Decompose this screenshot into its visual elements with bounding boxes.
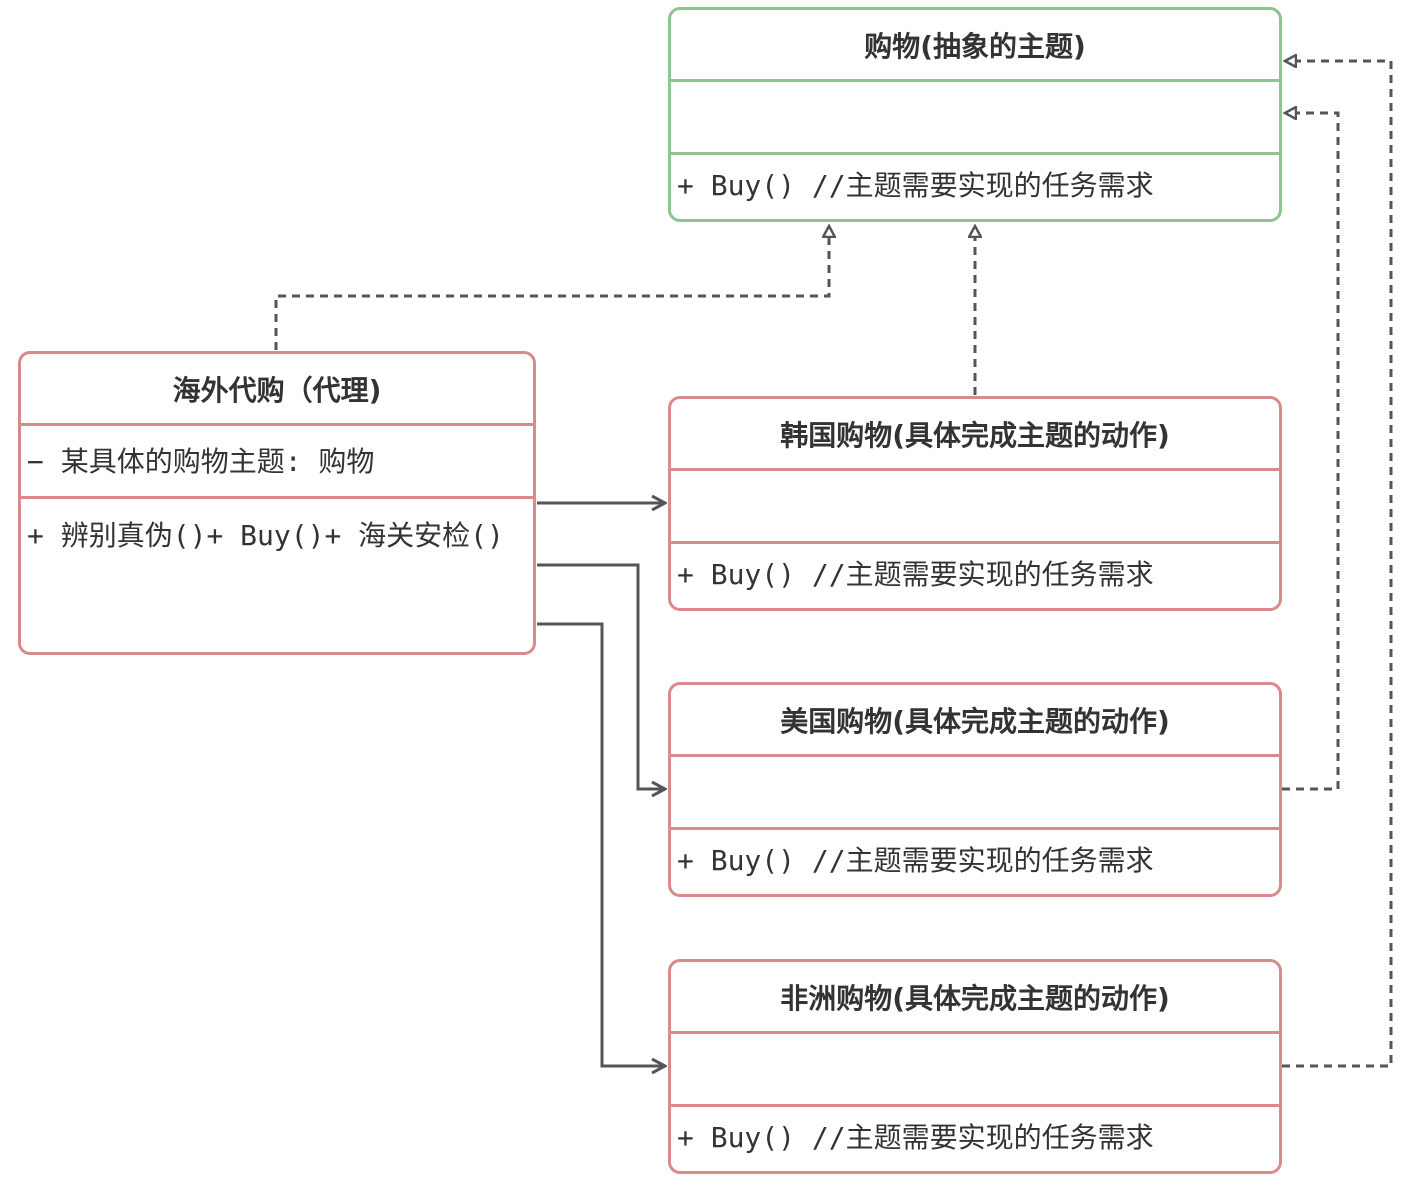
africa-shopping-operations: + Buy() //主题需要实现的任务需求 [671,1104,1279,1168]
usa-shopping-attributes [671,754,1279,827]
proxy-operation: + 辨别真伪() [27,519,207,552]
usa-shopping-title: 美国购物(具体完成主题的动作) [780,704,1170,738]
proxy-class-attributes: − 某具体的购物主题: 购物 [21,423,533,496]
realization-africa-to-subject [1282,61,1393,1068]
usa-shopping-operations: + Buy() //主题需要实现的任务需求 [671,827,1279,891]
proxy-class-title: 海外代购（代理) [172,373,382,407]
proxy-operation: + 海关安检() [324,519,504,552]
realization-usa-to-subject [1282,113,1340,791]
proxy-attribute: − 某具体的购物主题: 购物 [27,444,375,478]
proxy-class[interactable]: 海外代购（代理) − 某具体的购物主题: 购物 + 辨别真伪() + Buy()… [18,351,536,655]
subject-class[interactable]: 购物(抽象的主题) + Buy() //主题需要实现的任务需求 [668,7,1282,222]
korea-shopping-attributes [671,468,1279,541]
realization-proxy-to-subject [274,226,829,350]
africa-shopping-operation: + Buy() //主题需要实现的任务需求 [677,1121,1154,1154]
association-proxy-to-usa [537,563,665,789]
subject-operation: + Buy() //主题需要实现的任务需求 [677,169,1154,202]
korea-shopping-title: 韩国购物(具体完成主题的动作) [780,418,1170,452]
africa-shopping-attributes [671,1031,1279,1104]
korea-shopping-operation: + Buy() //主题需要实现的任务需求 [677,558,1154,591]
africa-shopping-class[interactable]: 非洲购物(具体完成主题的动作) + Buy() //主题需要实现的任务需求 [668,959,1282,1174]
association-proxy-to-africa [537,622,665,1066]
africa-shopping-title: 非洲购物(具体完成主题的动作) [780,981,1170,1015]
proxy-class-operations: + 辨别真伪() + Buy() + 海关安检() [21,496,533,560]
korea-shopping-class[interactable]: 韩国购物(具体完成主题的动作) + Buy() //主题需要实现的任务需求 [668,396,1282,611]
korea-shopping-operations: + Buy() //主题需要实现的任务需求 [671,541,1279,605]
subject-class-operations: + Buy() //主题需要实现的任务需求 [671,152,1279,216]
usa-shopping-class[interactable]: 美国购物(具体完成主题的动作) + Buy() //主题需要实现的任务需求 [668,682,1282,897]
subject-class-title: 购物(抽象的主题) [864,29,1086,63]
subject-class-attributes [671,79,1279,152]
proxy-operation: + Buy() [206,519,325,552]
usa-shopping-operation: + Buy() //主题需要实现的任务需求 [677,844,1154,877]
